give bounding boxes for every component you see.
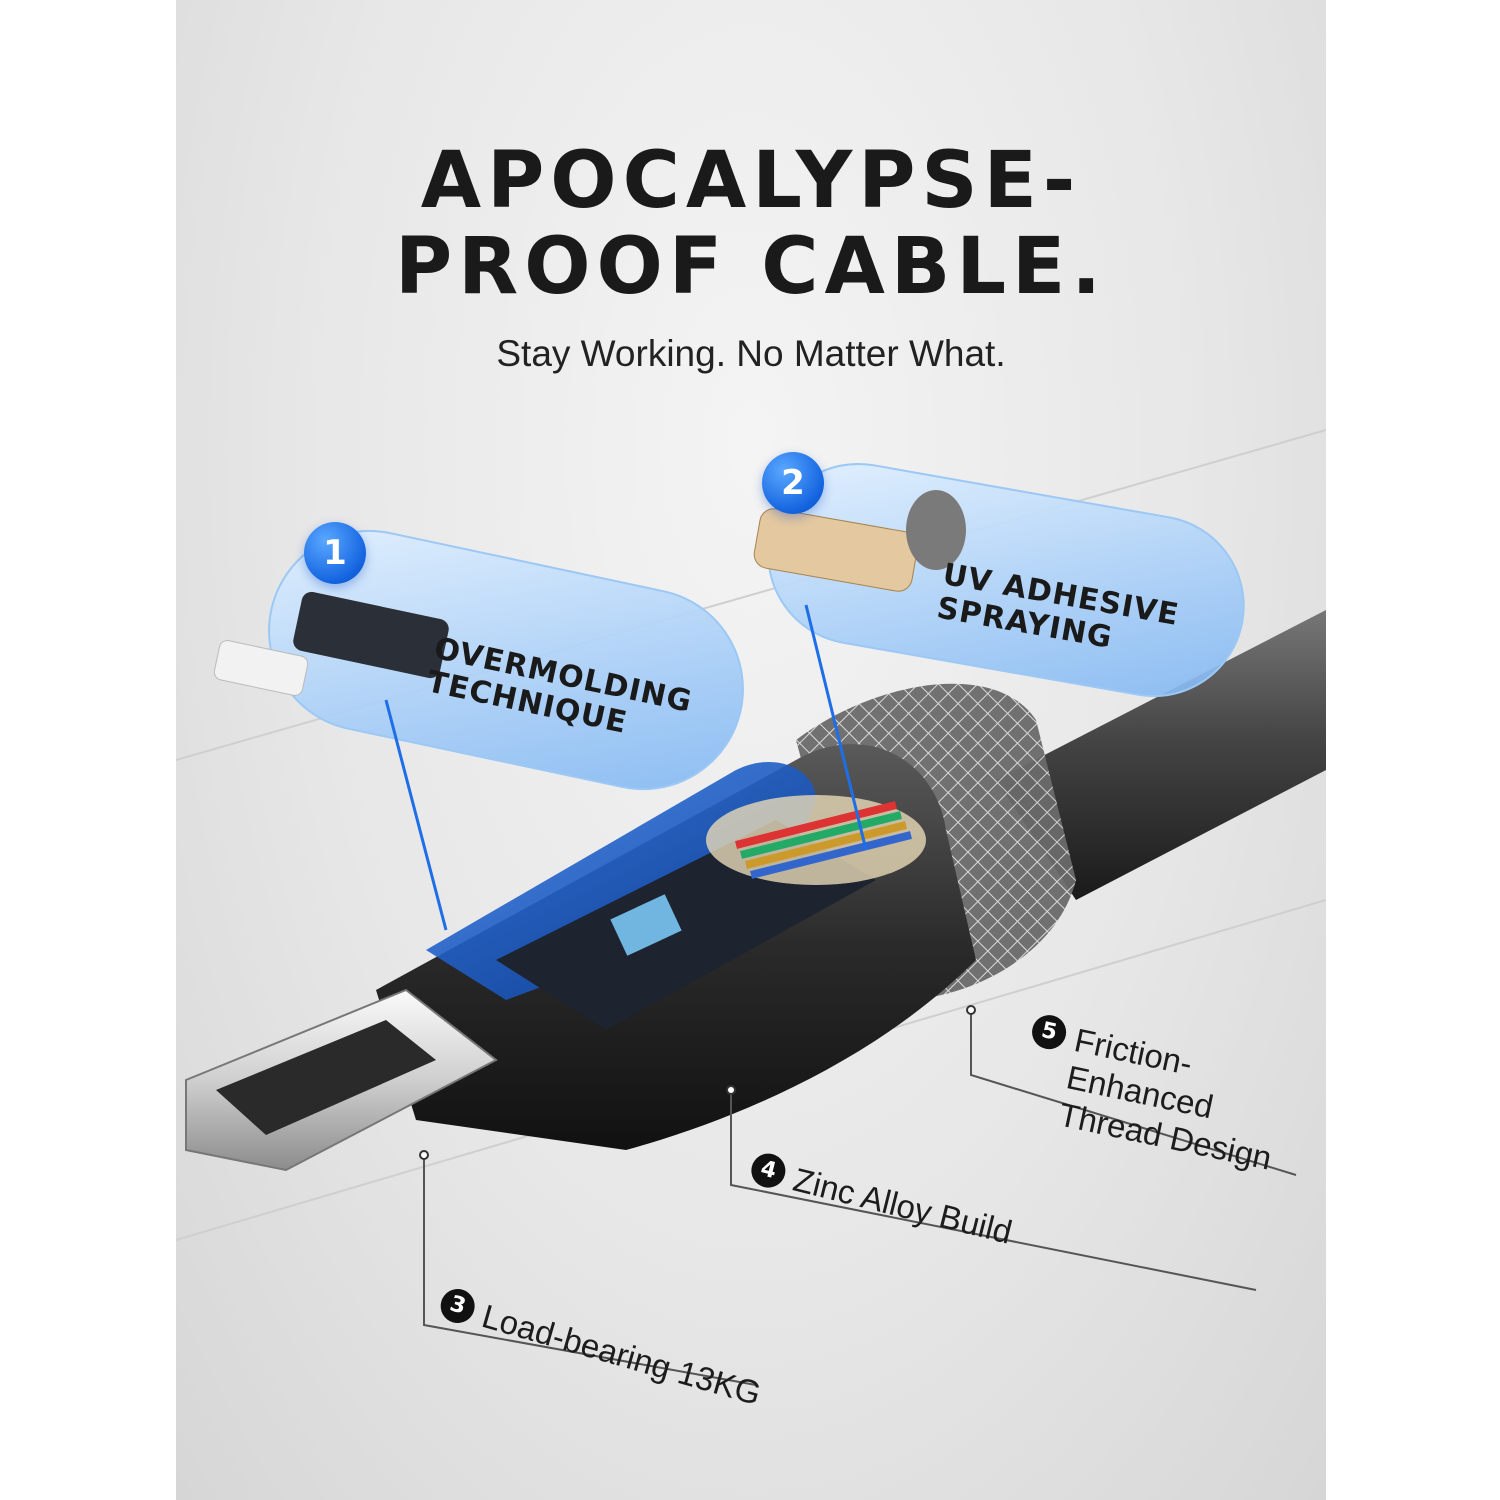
- leader-line-1: [384, 699, 448, 931]
- spec-number-4: 4: [747, 1150, 789, 1192]
- spec-number-5: 5: [1028, 1012, 1070, 1053]
- callout-badge-2: 2: [762, 452, 824, 514]
- cable-illustration: [176, 429, 1326, 1386]
- mini-plug: [213, 640, 309, 696]
- cable-end: [906, 490, 966, 570]
- cable-cord: [996, 610, 1326, 900]
- leader-line-2: [804, 604, 868, 851]
- headline-line-1: APOCALYPSE-: [420, 136, 1082, 226]
- usb-c-port: [216, 1020, 436, 1135]
- subtitle: Stay Working. No Matter What.: [496, 333, 1006, 374]
- callout-badge-1: 1: [304, 522, 366, 584]
- callout-pill-1: [268, 529, 744, 791]
- spec-leader-lines: [423, 1010, 1297, 1386]
- overmold-component: [293, 591, 449, 679]
- product-image: APOCALYPSE- PROOF CABLE. Stay Working. N…: [176, 0, 1326, 1500]
- headline-line-2: PROOF CABLE.: [395, 222, 1107, 312]
- chip: [610, 894, 682, 956]
- adhesive-component: [753, 508, 919, 592]
- wire-bundle: [706, 795, 926, 885]
